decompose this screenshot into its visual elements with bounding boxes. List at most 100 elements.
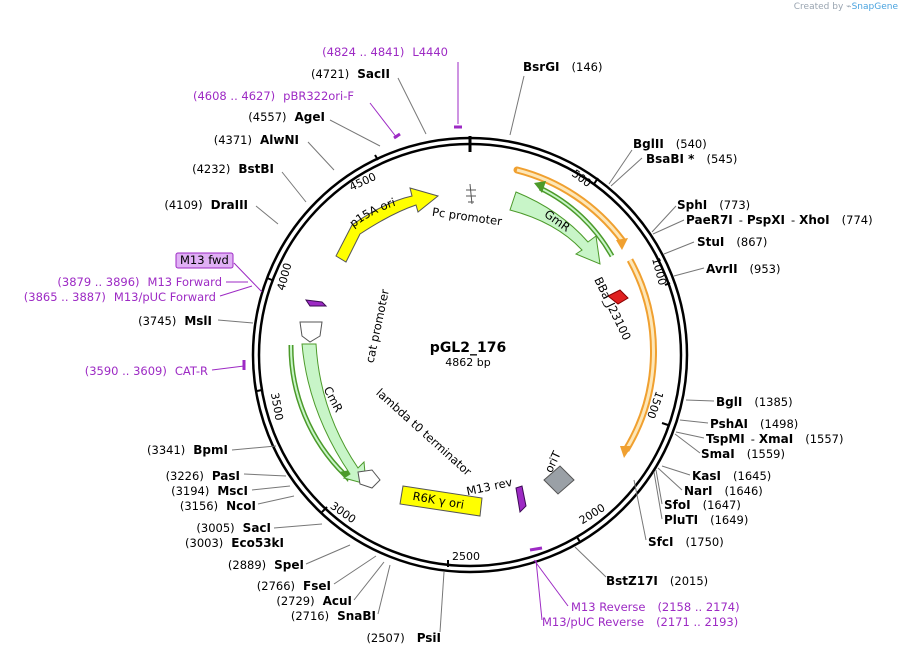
enzyme-bsabi[interactable]: BsaBI *(545) — [646, 152, 737, 166]
enzyme-labels: BsrGI(146) BglII(540) BsaBI *(545) SphI(… — [138, 60, 873, 645]
tick-mark-1500 — [661, 422, 669, 426]
m13-fwd-feature[interactable] — [304, 299, 328, 307]
leader-pluti — [653, 471, 663, 520]
leader-sphi — [651, 205, 677, 233]
tick-label-2000: 2000 — [577, 501, 608, 527]
enzyme-tspmi-xmai[interactable]: TspMI-XmaI(1557) — [706, 432, 843, 446]
leader-nari — [657, 467, 683, 491]
enzyme-saci[interactable]: (3005)SacI — [196, 521, 271, 535]
enzyme-pluti[interactable]: PluTI(1649) — [664, 513, 748, 527]
enzyme-msci[interactable]: (3194)MscI — [171, 484, 248, 498]
primer-m13-forward[interactable]: (3879 .. 3896)M13 Forward — [57, 275, 222, 289]
leader-bstbi — [281, 171, 307, 203]
leader-m13puc-forward — [219, 285, 253, 297]
m13-rev-feature[interactable] — [515, 485, 527, 514]
enzyme-bgli[interactable]: BglI(1385) — [716, 395, 793, 409]
enzyme-pasi[interactable]: (3226)PasI — [166, 469, 240, 483]
tick-mark-1000 — [664, 282, 671, 286]
leader-sacI-eco53ki — [273, 523, 323, 529]
enzyme-sfoi[interactable]: SfoI(1647) — [664, 498, 741, 512]
enzyme-sfci[interactable]: SfcI(1750) — [648, 535, 724, 549]
tick-mark-3500 — [256, 389, 263, 392]
enzyme-fsei[interactable]: (2766)FseI — [257, 579, 331, 593]
bba-j23100-feature[interactable] — [607, 289, 629, 305]
gmr-feature[interactable] — [509, 191, 601, 265]
tick-label-3500: 3500 — [268, 392, 286, 422]
tick-mark-4000 — [266, 277, 273, 281]
enzyme-agei[interactable]: (4557)AgeI — [248, 110, 325, 124]
leader-draiii — [255, 205, 279, 225]
enzyme-paer7i-pspxi-xhoi[interactable]: PaeR7I-PspXI-XhoI(774) — [686, 213, 873, 227]
credit-brand: SnapGene — [851, 2, 898, 12]
leader-spei — [305, 544, 351, 565]
enzyme-leader-lines — [217, 75, 715, 633]
leader-m13-reverse — [533, 559, 569, 607]
enzyme-snabi[interactable]: (2716)SnaBI — [291, 609, 376, 623]
orit-feature[interactable] — [543, 465, 575, 495]
enzyme-sphi[interactable]: SphI(773) — [677, 198, 750, 212]
enzyme-bstbi[interactable]: (4232)BstBI — [192, 162, 274, 176]
leader-paer7i — [652, 219, 685, 235]
primer-pbr322ori-f[interactable]: (4608 .. 4627)pBR322ori-F — [193, 89, 354, 103]
leader-sfoi — [655, 469, 663, 505]
primer-m13puc-forward[interactable]: (3865 .. 3887)M13/pUC Forward — [24, 290, 216, 304]
leader-tspmi — [675, 431, 705, 439]
enzyme-draiii[interactable]: (4109)DraIII — [164, 198, 248, 212]
primer-cat-r[interactable]: (3590 .. 3609)CAT-R — [85, 364, 208, 378]
leader-pshai — [679, 419, 709, 424]
enzyme-psii[interactable]: (2507)PsiI — [366, 631, 441, 645]
bba-j23100-label: BBa_J23100 — [591, 275, 634, 343]
pc-promoter-hatch[interactable] — [466, 183, 476, 205]
primer-labels: (4824 .. 4841)L4440 (4608 .. 4627)pBR322… — [24, 45, 740, 629]
enzyme-ncoi[interactable]: (3156)NcoI — [180, 499, 256, 513]
enzyme-bsrgi[interactable]: BsrGI(146) — [523, 60, 602, 74]
leader-m13puc-reverse — [535, 559, 543, 621]
r6k-ori-feature[interactable] — [399, 485, 483, 517]
leader-pbr322ori-f — [369, 102, 398, 139]
backbone — [251, 136, 689, 574]
leader-alwni — [307, 141, 335, 171]
enzyme-bpmi[interactable]: (3341)BpmI — [147, 443, 228, 457]
tick-mark-500 — [593, 177, 599, 185]
primer-m13-reverse[interactable]: M13 Reverse(2158 .. 2174) — [571, 600, 740, 614]
enzyme-msli[interactable]: (3745)MslI — [138, 314, 212, 328]
leader-fsei — [333, 555, 377, 585]
enzyme-stui[interactable]: StuI(867) — [697, 235, 767, 249]
enzyme-kasi[interactable]: KasI(1645) — [692, 469, 771, 483]
leader-bglii — [608, 149, 633, 185]
pc-promoter-label: Pc promoter — [431, 205, 503, 229]
enzyme-pshai[interactable]: PshAI(1498) — [710, 417, 798, 431]
enzyme-sacii[interactable]: (4721)SacII — [311, 67, 390, 81]
leader-bsrgi — [509, 75, 525, 136]
enzyme-smai[interactable]: SmaI(1559) — [701, 447, 785, 461]
enzyme-bstz17i[interactable]: BstZ17I(2015) — [606, 574, 708, 588]
snapgene-credit: Created by ⌁SnapGene — [794, 2, 898, 12]
enzyme-avrii[interactable]: AvrII(953) — [706, 262, 780, 276]
leader-cat-r — [211, 365, 245, 371]
leader-bstz17i — [574, 546, 607, 578]
orange-feature-arrowhead-right — [620, 446, 632, 458]
snapgene-logo-icon: ⌁ — [846, 2, 852, 12]
leader-bgli — [685, 399, 715, 402]
lambda-t0-terminator-feature[interactable] — [357, 469, 381, 489]
enzyme-acui[interactable]: (2729)AcuI — [276, 594, 352, 608]
primer-m13-fwd: M13 fwd — [180, 253, 229, 267]
leader-snabi — [377, 564, 391, 615]
m13-fwd-box[interactable] — [175, 252, 234, 269]
enzyme-bglii[interactable]: BglII(540) — [633, 137, 707, 151]
primer-leader-lines — [211, 62, 569, 621]
tick-mark-3000 — [321, 506, 328, 513]
enzyme-alwni[interactable]: (4371)AlwNI — [214, 133, 299, 147]
p15a-ori-feature[interactable] — [335, 187, 440, 263]
enzyme-spei[interactable]: (2889)SpeI — [228, 558, 304, 572]
cat-promoter-feature[interactable] — [299, 321, 323, 343]
enzyme-nari[interactable]: NarI(1646) — [684, 484, 763, 498]
enzyme-eco53ki[interactable]: (3003)Eco53kI — [185, 536, 284, 550]
leader-msci — [251, 485, 291, 491]
primer-m13puc-reverse[interactable]: M13/pUC Reverse(2171 .. 2193) — [542, 615, 738, 629]
green-feature-arrowhead-top — [534, 181, 546, 193]
primer-l4440[interactable]: (4824 .. 4841)L4440 — [322, 45, 448, 59]
leader-acui — [353, 561, 385, 601]
orange-feature-arc-right-inner — [624, 259, 655, 451]
orange-feature-arc-top-inner — [516, 168, 624, 241]
